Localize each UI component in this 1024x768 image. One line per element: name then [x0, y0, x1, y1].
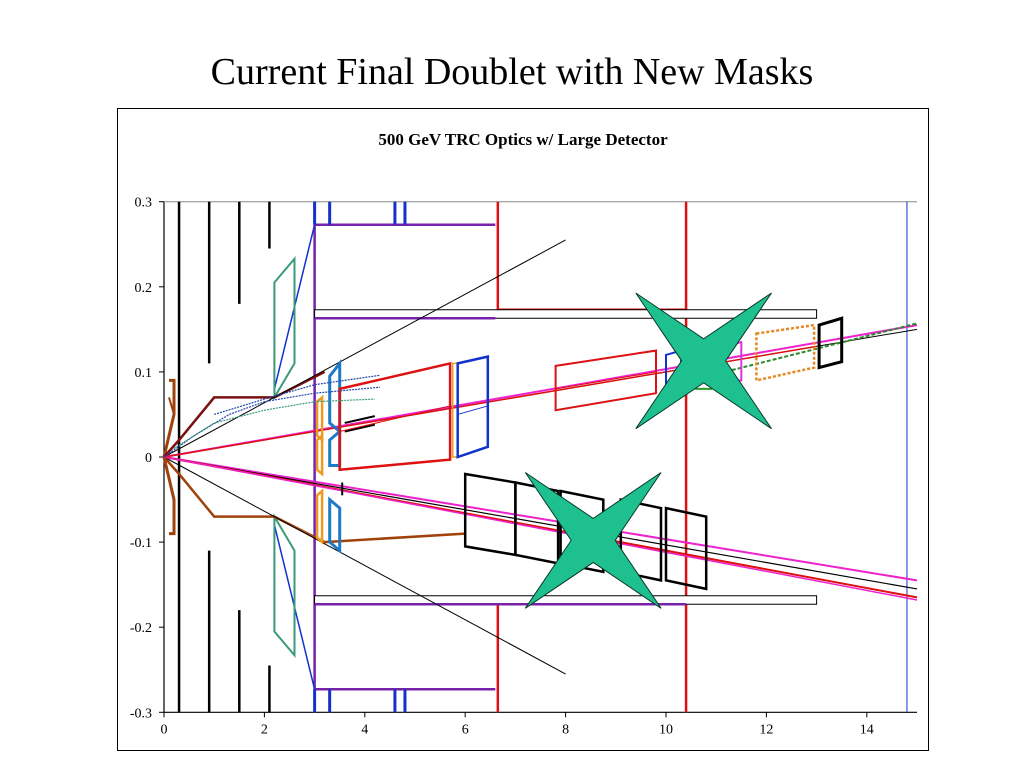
- small-quad: [328, 359, 342, 435]
- stub: [344, 415, 376, 424]
- y-tick-label: -0.3: [130, 706, 152, 721]
- small-quad: [328, 428, 342, 467]
- y-tick-label: 0.2: [135, 281, 153, 296]
- beam-pipe: [163, 456, 326, 544]
- x-tick-label: 6: [462, 722, 469, 737]
- lower-magnet: [559, 489, 605, 574]
- x-tick-label: 10: [659, 722, 673, 737]
- axes: [159, 201, 917, 718]
- y-tick-label: 0.1: [135, 366, 153, 381]
- x-tick-label: 0: [161, 722, 168, 737]
- beam-line: [163, 456, 918, 582]
- y-tick-label: -0.2: [130, 621, 152, 636]
- quadrupole-qd: [338, 361, 452, 472]
- acceptance-line: [163, 456, 566, 675]
- x-tick-label: 8: [562, 722, 569, 737]
- stub: [344, 423, 376, 433]
- quadrupole-axis: [555, 371, 657, 390]
- quadrupole-blue: [456, 355, 490, 459]
- quadrupole-axis: [339, 405, 451, 432]
- x-tick-label: 12: [759, 722, 773, 737]
- quadrupole-axis: [457, 405, 488, 415]
- y-tick-label: 0.3: [135, 196, 153, 211]
- field-curve: [163, 386, 380, 458]
- chart-title: 500 GeV TRC Optics w/ Large Detector: [378, 130, 668, 149]
- chart-frame: [117, 108, 929, 751]
- cross-mark: [635, 292, 772, 430]
- beam-pipe: [324, 532, 466, 544]
- small-quad: [328, 496, 342, 554]
- orange-bracket: [315, 488, 324, 545]
- black-box: [817, 316, 844, 370]
- y-tick-label: -0.1: [130, 536, 152, 551]
- collimator: [168, 397, 175, 415]
- teal-mask: [273, 255, 296, 402]
- lower-magnet: [664, 506, 708, 591]
- beam-line: [163, 456, 918, 590]
- x-tick-label: 4: [361, 722, 368, 737]
- y-tick-label: 0: [145, 451, 152, 466]
- beam-line: [163, 456, 918, 601]
- tick-labels: 0.3 0.2 0.1 0 -0.1 -0.2 -0.3 0 2 4 6 8 10 12 14: [130, 196, 874, 738]
- support-tube: [314, 595, 818, 605]
- acceptance-line: [163, 239, 566, 458]
- teal-mask: [273, 512, 296, 659]
- orange-dashed-box: [755, 323, 816, 382]
- x-tick-label: 14: [860, 722, 874, 737]
- beamline-elements: [162, 201, 918, 713]
- slide-title: Current Final Doublet with New Masks: [210, 51, 814, 93]
- orange-bracket: [315, 394, 324, 443]
- field-curve: [173, 398, 375, 450]
- orange-bracket: [315, 432, 324, 477]
- beam-pipe: [163, 370, 326, 458]
- quadrupole-qf: [554, 349, 657, 412]
- field-curve: [214, 374, 380, 415]
- x-tick-label: 2: [261, 722, 268, 737]
- cross-mark: [524, 472, 662, 609]
